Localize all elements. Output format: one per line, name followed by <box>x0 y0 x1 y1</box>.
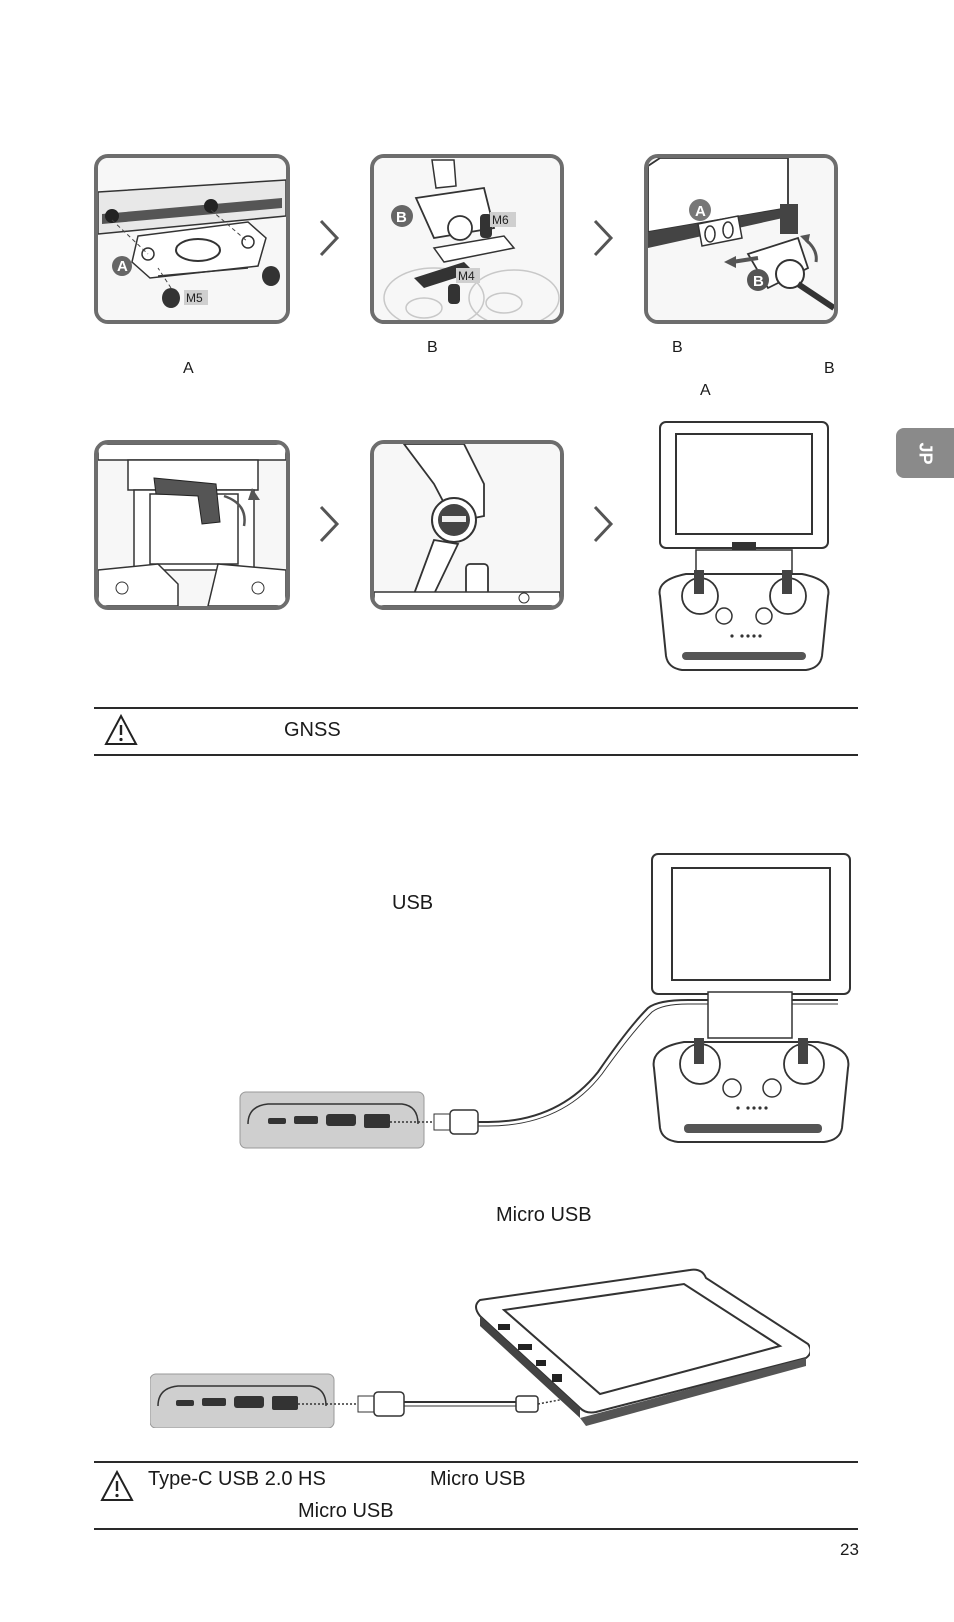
step1-panel: A M5 <box>94 154 290 324</box>
step3-illustration: A B <box>648 158 834 320</box>
notice1-bottom-rule <box>94 754 858 756</box>
chevron-right-icon <box>319 505 340 543</box>
step2-illustration: B M6 M4 <box>374 158 560 320</box>
usb-section-text: USB <box>392 892 434 914</box>
language-tab[interactable]: JP <box>896 428 954 478</box>
notice2-line1-part2: Micro USB <box>430 1468 526 1490</box>
callout-b: B <box>753 273 764 290</box>
chevron-right-icon <box>319 219 340 257</box>
notice2-top-rule <box>94 1461 858 1463</box>
step3-panel: A B <box>644 154 838 324</box>
usb-to-controller-illustration <box>238 852 858 1158</box>
step2-caption: B <box>427 339 439 356</box>
chevron-right-icon <box>593 505 614 543</box>
step2-panel: B M6 M4 <box>370 154 564 324</box>
notice1-top-rule <box>94 707 858 709</box>
step4-illustration <box>98 444 286 606</box>
step3-caption-line1: B <box>672 339 684 356</box>
notice1-text: GNSS <box>284 719 341 741</box>
step3-caption-line2: B <box>824 360 836 377</box>
step3-caption-line3: A <box>700 382 712 399</box>
callout-a: A <box>695 203 706 220</box>
callout-a: A <box>117 258 128 275</box>
micro-usb-to-tablet-illustration <box>150 1266 810 1428</box>
step1-illustration: A M5 <box>98 158 286 320</box>
step4-panel <box>94 440 290 610</box>
page-number: 23 <box>840 1540 859 1559</box>
callout-m6: M6 <box>492 213 509 227</box>
micro-usb-section-text: Micro USB <box>496 1204 592 1226</box>
warning-triangle-icon <box>104 714 138 745</box>
warning-triangle-icon <box>100 1470 134 1501</box>
remote-controller-monitor-illustration <box>656 420 832 682</box>
callout-m5: M5 <box>186 291 203 305</box>
step5-panel <box>370 440 564 610</box>
notice2-line2: Micro USB <box>298 1500 394 1522</box>
notice2-line1-part1: Type-C USB 2.0 HS <box>148 1468 326 1490</box>
chevron-right-icon <box>593 219 614 257</box>
notice2-bottom-rule <box>94 1528 858 1530</box>
language-tab-label: JP <box>915 441 936 465</box>
step5-illustration <box>374 444 560 606</box>
callout-b: B <box>396 209 407 226</box>
callout-m4: M4 <box>458 269 475 283</box>
step1-caption: A <box>183 360 195 377</box>
